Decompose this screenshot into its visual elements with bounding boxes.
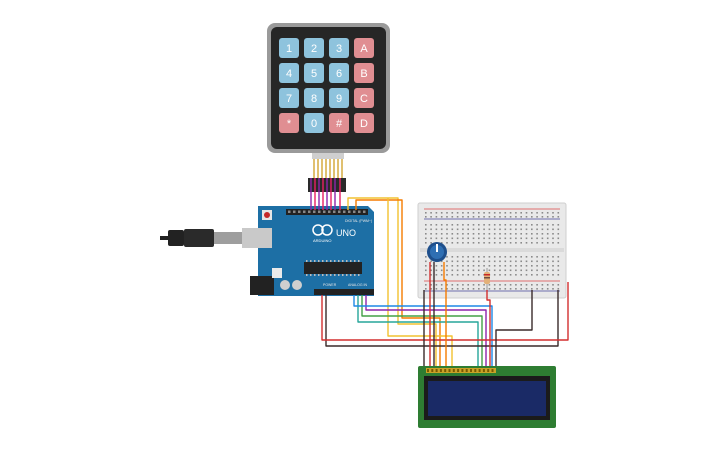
key-label: 5: [311, 68, 317, 80]
key-8[interactable]: 8: [304, 88, 324, 108]
board-model: UNO: [336, 228, 356, 238]
usb-port: [242, 228, 272, 248]
resistor[interactable]: [484, 268, 490, 290]
key-label: C: [360, 93, 368, 105]
arduino-uno[interactable]: DIGITAL (PWM~) ARDUINO UNO POWER ANALOG …: [242, 206, 374, 296]
key-2[interactable]: 2: [304, 38, 324, 58]
wire-yellow: [347, 197, 437, 366]
key-A[interactable]: A: [354, 38, 374, 58]
key-label: 4: [286, 68, 292, 80]
keypad[interactable]: 1 2 3 A 4 5 6 B 7 8 9 C * 0 # D: [267, 23, 390, 153]
wire-resistor-lcd: [486, 290, 491, 366]
key-C[interactable]: C: [354, 88, 374, 108]
microcontroller-chip: [304, 262, 362, 274]
wire-purple: [365, 295, 487, 366]
potentiometer[interactable]: [427, 242, 447, 262]
lcd-display[interactable]: [418, 366, 556, 428]
key-label: 2: [311, 43, 317, 55]
power-analog-header: [314, 289, 374, 295]
usb-cable[interactable]: [160, 229, 242, 247]
power-label: POWER: [323, 283, 337, 287]
key-#[interactable]: #: [329, 113, 349, 133]
wire-ground: [325, 290, 559, 347]
key-label: 3: [336, 43, 342, 55]
key-label: 0: [311, 118, 317, 130]
key-label: #: [336, 118, 343, 130]
wire-orange: [355, 199, 441, 366]
analog-label: ANALOG IN: [348, 283, 368, 287]
arduino-logo: ARDUINO: [312, 224, 333, 243]
key-3[interactable]: 3: [329, 38, 349, 58]
key-6[interactable]: 6: [329, 63, 349, 83]
key-label: 9: [336, 93, 342, 105]
wire-blue: [353, 295, 493, 366]
digital-header: [286, 209, 368, 215]
key-4[interactable]: 4: [279, 63, 299, 83]
key-label: 8: [311, 93, 317, 105]
wire-yellow-2: [387, 198, 453, 366]
key-*[interactable]: *: [279, 113, 299, 133]
keypad-keys[interactable]: 1 2 3 A 4 5 6 B 7 8 9 C * 0 # D: [279, 38, 374, 133]
key-label: B: [360, 68, 367, 80]
key-5[interactable]: 5: [304, 63, 324, 83]
key-1[interactable]: 1: [279, 38, 299, 58]
breadboard[interactable]: [417, 202, 567, 299]
key-label: 7: [286, 93, 292, 105]
power-jack: [250, 276, 274, 295]
capacitor-1: [280, 280, 290, 290]
key-label: A: [360, 43, 368, 55]
key-label: *: [287, 118, 292, 130]
wire-5v: [321, 282, 569, 341]
capacitor-2: [292, 280, 302, 290]
wire-pot-wiper: [443, 262, 447, 366]
key-7[interactable]: 7: [279, 88, 299, 108]
key-9[interactable]: 9: [329, 88, 349, 108]
wire-ground-lcd: [495, 290, 533, 366]
lcd-pin-header: [426, 368, 496, 373]
key-label: 6: [336, 68, 342, 80]
digital-label: DIGITAL (PWM~): [345, 219, 372, 223]
key-B[interactable]: B: [354, 63, 374, 83]
key-label: 1: [286, 43, 292, 55]
wires[interactable]: [310, 178, 569, 366]
key-D[interactable]: D: [354, 113, 374, 133]
key-0[interactable]: 0: [304, 113, 324, 133]
svg-text:ARDUINO: ARDUINO: [313, 238, 331, 243]
lcd-screen: [428, 381, 546, 416]
wire-teal: [357, 295, 479, 366]
key-label: D: [360, 118, 368, 130]
